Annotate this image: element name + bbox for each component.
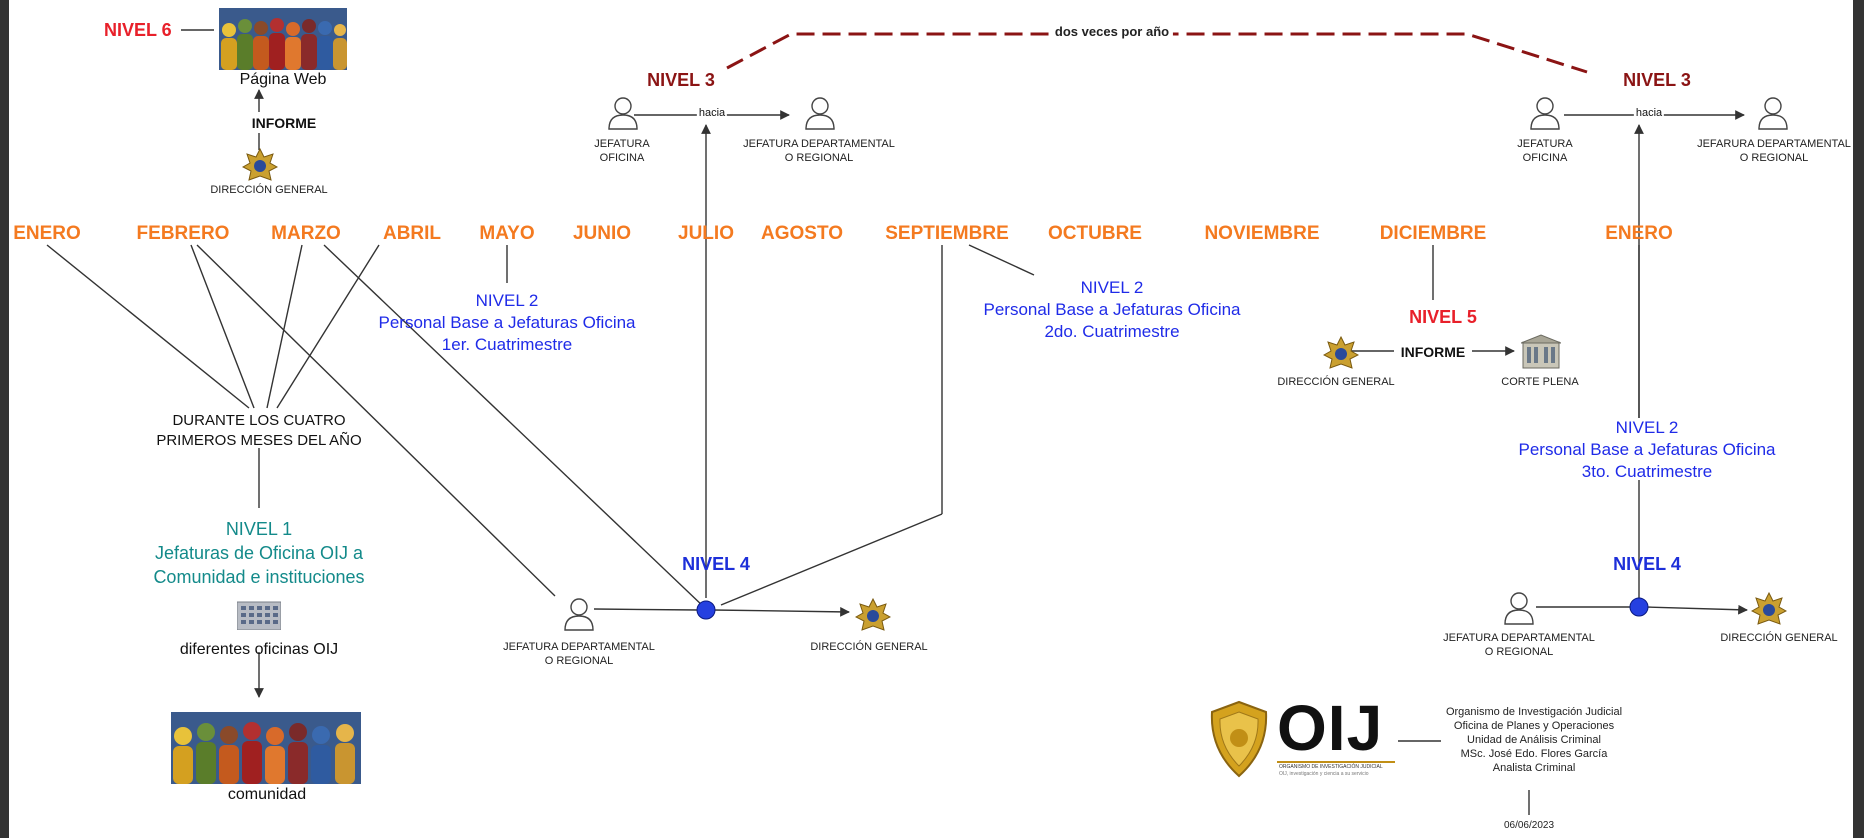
- month-febrero: FEBRERO: [136, 223, 230, 244]
- nivel4-left-arrow: [712, 606, 850, 617]
- courthouse-icon: [1521, 334, 1561, 369]
- nivel5-direccion: DIRECCIÓN GENERAL: [1277, 376, 1395, 388]
- nivel3-left-jefatura-oficina: JEFATURA OFICINA: [594, 138, 650, 164]
- oij-shield-icon: [1210, 700, 1268, 778]
- nivel3-left-jefatura-dep: JEFATURA DEPARTAMENTAL O REGIONAL: [743, 138, 895, 164]
- badge-icon: [1751, 592, 1787, 625]
- badge-icon: [855, 598, 891, 631]
- nivel6-informe-label: INFORME: [251, 115, 317, 131]
- month-junio: JUNIO: [572, 223, 632, 244]
- nivel1-line2: Comunidad e instituciones: [153, 567, 365, 587]
- person-icon: [1758, 97, 1788, 130]
- nivel5-corte: CORTE PLENA: [1501, 376, 1579, 388]
- credit-line-2: Oficina de Planes y Operaciones: [1453, 720, 1615, 732]
- nivel2b-line1: Personal Base a Jefaturas Oficina: [983, 300, 1241, 319]
- credit-line-5: Analista Criminal: [1492, 762, 1576, 774]
- oij-logo-text: OIJ: [1277, 692, 1384, 764]
- credit-line-1: Organismo de Investigación Judicial: [1445, 706, 1623, 718]
- crowd-icon: [219, 8, 347, 70]
- month-enero-next: ENERO: [1605, 223, 1673, 244]
- nivel3-left-label: NIVEL 3: [647, 70, 715, 90]
- nivel2c-line2: 3to. Cuatrimestre: [1581, 462, 1713, 481]
- dos-veces-label: dos veces por año: [1050, 24, 1174, 40]
- nivel3-right-jefatura-oficina: JEFATURA OFICINA: [1517, 138, 1573, 164]
- dos-veces-dashed-line: [726, 32, 1588, 74]
- septiembre-line-c: [720, 513, 943, 606]
- nivel3-right-hacia: hacia: [1633, 107, 1665, 120]
- month-diciembre: DICIEMBRE: [1379, 223, 1487, 244]
- enero-line: [46, 244, 250, 409]
- nivel5-informe: INFORME: [1400, 344, 1466, 360]
- person-icon: [564, 598, 594, 631]
- building-icon: [237, 601, 281, 630]
- person-icon: [805, 97, 835, 130]
- month-septiembre: SEPTIEMBRE: [885, 223, 1009, 244]
- nivel2a-title: NIVEL 2: [475, 291, 539, 310]
- oficinas-label: diferentes oficinas OIJ: [179, 641, 339, 658]
- person-icon: [1530, 97, 1560, 130]
- person-icon: [1504, 592, 1534, 625]
- nivel4-right-direccion: DIRECCIÓN GENERAL: [1720, 632, 1838, 644]
- right-border: [1853, 0, 1864, 838]
- febrero-line-a: [190, 244, 255, 409]
- diagram-canvas: ENERO FEBRERO MARZO ABRIL MAYO JUNIO JUL…: [9, 0, 1853, 838]
- month-abril: ABRIL: [382, 223, 442, 244]
- nivel4-left-label: NIVEL 4: [682, 554, 750, 574]
- nivel4-left-direccion: DIRECCIÓN GENERAL: [810, 641, 928, 653]
- nivel4-left-jefatura-dep: JEFATURA DEPARTAMENTAL O REGIONAL: [503, 641, 655, 667]
- date-label: 06/06/2023: [1503, 820, 1555, 831]
- nivel4-right-jefatura-dep: JEFATURA DEPARTAMENTAL O REGIONAL: [1443, 632, 1595, 658]
- nivel4-right-arrow: [1645, 604, 1748, 615]
- month-mayo: MAYO: [479, 223, 535, 244]
- crowd-icon: [171, 712, 361, 784]
- nivel2b-title: NIVEL 2: [1080, 278, 1144, 297]
- nivel3-left-hacia: hacia: [696, 107, 728, 120]
- marzo-line-b: [323, 244, 706, 609]
- nivel4-left-node: [696, 600, 716, 620]
- month-agosto: AGOSTO: [761, 223, 843, 244]
- month-noviembre: NOVIEMBRE: [1204, 223, 1320, 244]
- nivel2c-title: NIVEL 2: [1615, 418, 1679, 437]
- marzo-line-a: [266, 244, 303, 409]
- comunidad-label: comunidad: [227, 786, 307, 803]
- badge-icon: [242, 148, 278, 181]
- cuatro-meses-label: DURANTE LOS CUATRO PRIMEROS MESES DEL AÑ…: [156, 412, 362, 450]
- nivel2a-line1: Personal Base a Jefaturas Oficina: [378, 313, 636, 332]
- nivel1-line1: Jefaturas de Oficina OIJ a: [154, 543, 364, 563]
- pagina-web-label: Página Web: [239, 71, 327, 88]
- credit-line-4: MSc. José Edo. Flores García: [1460, 748, 1608, 760]
- logo-subtitle: ORGANISMO DE INVESTIGACIÓN JUDICIAL: [1279, 764, 1383, 770]
- left-border: [0, 0, 9, 838]
- septiembre-line-a: [968, 244, 1035, 276]
- nivel2b-line2: 2do. Cuatrimestre: [1044, 322, 1180, 341]
- nivel4-left-line: [593, 608, 700, 611]
- nivel4-right-label: NIVEL 4: [1613, 554, 1681, 574]
- nivel6-direccion-label: DIRECCIÓN GENERAL: [210, 184, 328, 196]
- logo-tagline: OIJ, investigación y ciencia a su servic…: [1279, 771, 1369, 777]
- badge-icon: [1323, 336, 1359, 369]
- nivel3-right-label: NIVEL 3: [1623, 70, 1691, 90]
- nivel4-right-node: [1629, 597, 1649, 617]
- person-icon: [608, 97, 638, 130]
- month-octubre: OCTUBRE: [1048, 223, 1142, 244]
- nivel2a-line2: 1er. Cuatrimestre: [441, 335, 573, 354]
- month-enero: ENERO: [13, 223, 81, 244]
- month-marzo: MARZO: [271, 223, 341, 244]
- nivel5-label: NIVEL 5: [1409, 307, 1477, 327]
- febrero-line-b: [196, 244, 556, 597]
- logo-underline: [1277, 761, 1395, 763]
- month-julio: JULIO: [678, 223, 734, 244]
- nivel1-title: NIVEL 1: [225, 519, 293, 539]
- nivel2c-line1: Personal Base a Jefaturas Oficina: [1518, 440, 1776, 459]
- nivel3-right-jefatura-dep: JEFARURA DEPARTAMENTAL O REGIONAL: [1697, 138, 1851, 164]
- credit-line-3: Unidad de Análisis Criminal: [1467, 734, 1601, 746]
- nivel6-label: NIVEL 6: [104, 20, 172, 40]
- abril-line: [276, 244, 380, 409]
